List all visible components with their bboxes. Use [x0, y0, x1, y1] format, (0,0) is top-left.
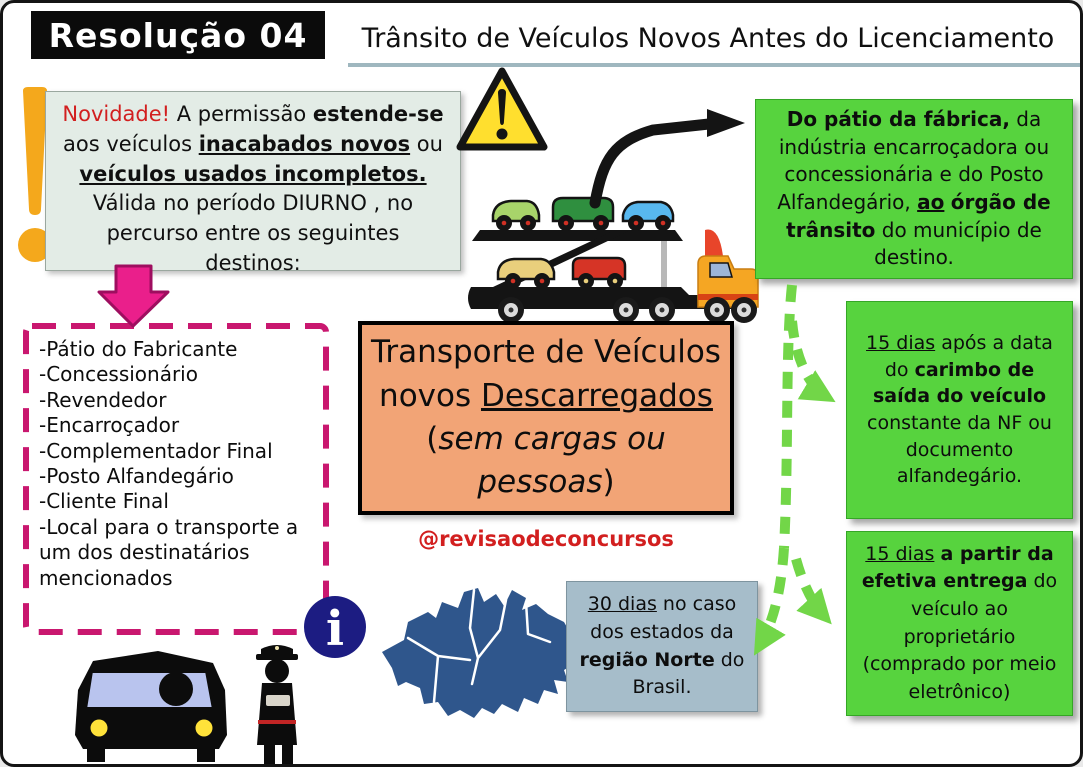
central-topic-box: Transporte de Veículos novos Descarregad… [358, 321, 734, 515]
list-item: -Encarroçador [39, 413, 180, 438]
info-icon: i [304, 596, 366, 658]
police-stop-illustration [75, 645, 298, 764]
central-topic-text: Transporte de Veículos novos Descarregad… [371, 334, 721, 501]
social-handle: @revisaodeconcursos [418, 527, 674, 551]
destinations-list: -Pátio do Fabricante -Concessionário -Re… [39, 337, 319, 591]
title-underline [348, 63, 1080, 67]
north-brazil-map [382, 588, 574, 718]
north-region-box: 30 dias no caso dos estados da região No… [566, 581, 758, 712]
list-item: -Posto Alfandegário [39, 463, 234, 488]
car-carrier-truck-illustration [468, 196, 759, 323]
destinations-box: -Pátio do Fabricante -Concessionário -Re… [23, 323, 329, 635]
north-region-text: 30 dias no caso dos estados da região No… [579, 593, 745, 699]
delivery-deadline-text: 15 dias a partir da efetiva entrega do v… [861, 542, 1058, 703]
stamp-deadline-box: 15 dias após a data do carimbo de saída … [846, 301, 1073, 519]
delivery-deadline-box: 15 dias a partir da efetiva entrega do v… [846, 531, 1073, 716]
route-box: Do pátio da fábrica, da indústria encarr… [755, 99, 1073, 279]
resolution-badge: Resolução 04 [31, 11, 325, 59]
page-title: Trânsito de Veículos Novos Antes do Lice… [361, 22, 1055, 54]
novelty-box: Novidade! A permissão estende-se aos veí… [45, 91, 461, 275]
dashed-border [23, 323, 329, 635]
deadline-dashed-arrows [753, 284, 836, 656]
stamp-deadline-text: 15 dias após a data do carimbo de saída … [866, 332, 1053, 488]
novelty-down-arrow [97, 264, 170, 328]
route-text: Do pátio da fábrica, da indústria encarr… [777, 107, 1051, 270]
list-item: -Complementador Final [39, 438, 273, 463]
list-item: -Pátio do Fabricante [39, 337, 238, 361]
list-item: -Revendedor [39, 387, 167, 412]
list-item: -Concessionário [39, 362, 198, 387]
list-item: -Local para o transporte a um dos destin… [39, 514, 299, 590]
warning-triangle-icon [456, 67, 548, 151]
exclamation-icon [18, 87, 52, 262]
list-item: -Cliente Final [39, 489, 169, 514]
svg-text:i: i [326, 601, 344, 657]
